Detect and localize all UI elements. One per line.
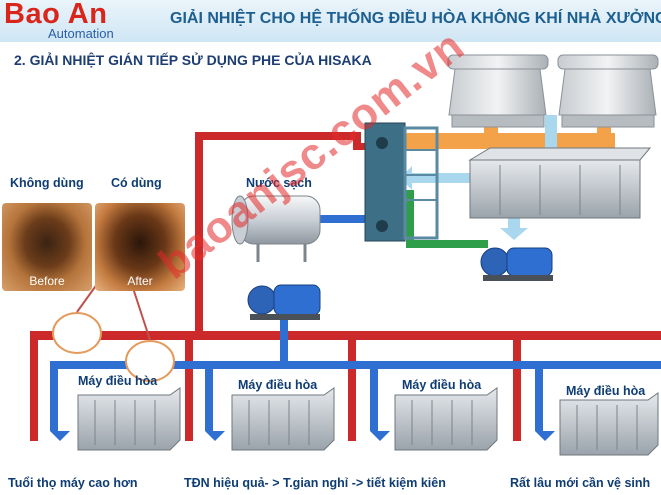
red-pipe-network [30,132,661,441]
chiller-unit-3 [394,387,498,451]
pump-right [480,247,553,281]
plate-heat-exchanger [364,122,439,242]
without-label: Không dùng [10,176,84,190]
brand-name: Bao An [4,0,108,30]
chiller-unit-2 [231,387,335,451]
unit-label-4: Máy điều hòa [566,384,646,398]
caption-lifespan: Tuổi thọ máy cao hơn [8,476,138,490]
green-return-pipe [406,190,488,248]
unit-label-1: Máy điều hòa [78,374,158,388]
chiller-unit-4 [559,392,659,456]
page-title: GIẢI NHIỆT CHO HỆ THỐNG ĐIỀU HÒA KHÔNG K… [170,10,661,27]
brand-logo: Bao An Automation [4,0,124,41]
section-subtitle: 2. GIẢI NHIỆT GIÁN TIẾP SỬ DỤNG PHE CỦA … [14,52,372,68]
header-bar [0,0,661,42]
pump-left [247,284,321,320]
unit-label-2: Máy điều hòa [238,378,318,392]
clean-water-tank [231,195,321,262]
with-label: Có dùng [111,176,162,190]
after-text: After [127,274,153,288]
before-text: Before [29,274,65,288]
unit-label-3: Máy điều hòa [402,378,482,392]
highlight-markers [52,274,175,382]
pipe-before-photo: Before [2,203,92,291]
cooling-tower-right [557,54,659,128]
caption-maintenance: Rất lâu mới cần vệ sinh [510,476,651,490]
cooling-basin [468,147,652,219]
brand-sub: Automation [48,26,114,41]
blue-pipe-network [50,215,661,441]
chiller-unit-1 [77,387,181,451]
clean-water-label: Nước sạch [246,176,312,190]
caption-efficiency: TĐN hiệu quả- > T.gian nghỉ -> tiết kiệm… [184,476,446,490]
cooling-tower-left [447,54,549,128]
pipe-after-photo: After [95,203,185,291]
